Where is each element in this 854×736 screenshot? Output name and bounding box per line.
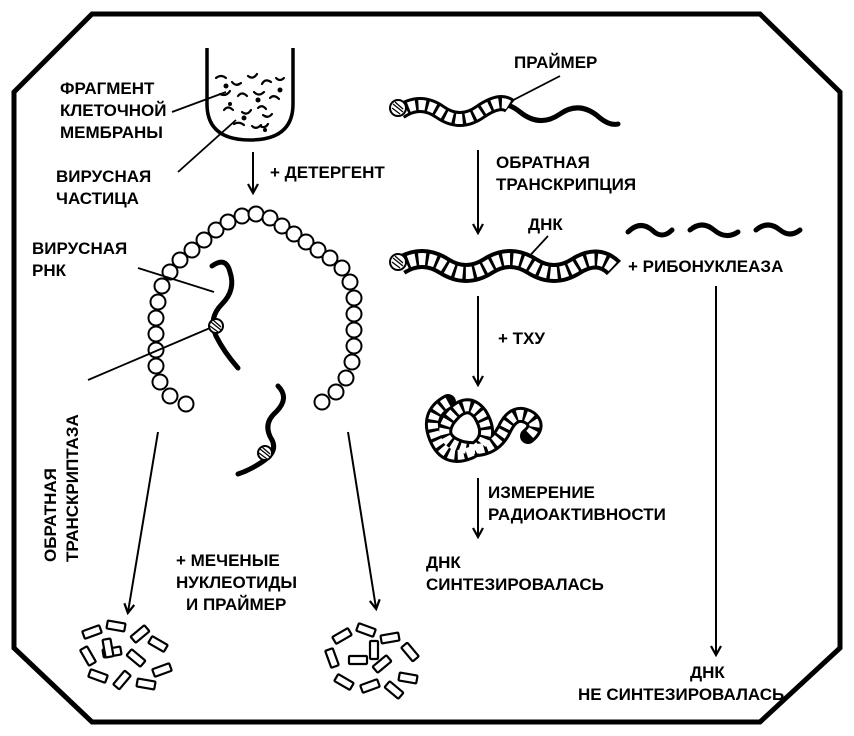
envelope-bead — [321, 249, 339, 267]
envelope-bead — [183, 241, 201, 259]
viral-rna-strand-2 — [235, 383, 286, 477]
nucleotide — [87, 668, 109, 684]
envelope-bead — [171, 251, 189, 269]
rna-dna-hybrid — [389, 249, 622, 283]
envelope-bead — [219, 213, 237, 231]
envelope-bead — [151, 373, 169, 391]
nucleotide — [105, 619, 127, 633]
nucleotide — [331, 627, 353, 645]
nucleotide — [368, 639, 380, 661]
dna-precipitate — [425, 394, 543, 463]
nucleotide — [355, 622, 377, 638]
nucleotide — [101, 637, 115, 659]
labeled-nucleotides-label: + МЕЧЕНЫЕ НУКЛЕОТИДЫ И ПРАЙМЕР — [176, 551, 302, 614]
nucleotide — [125, 648, 147, 668]
envelope-bead — [337, 369, 355, 387]
envelope-bead — [343, 353, 361, 371]
envelope-bead — [341, 273, 359, 291]
test-tube — [205, 48, 295, 142]
nucleotide — [324, 647, 340, 669]
nucleotide — [135, 677, 157, 691]
degraded-rna-fragments — [625, 222, 803, 238]
envelope-bead — [161, 387, 179, 405]
nucleotide — [379, 631, 401, 645]
leader-viral-particle — [177, 119, 237, 173]
nucleotide — [333, 673, 355, 691]
nucleotide — [397, 671, 419, 685]
viral-rna-label: ВИРУСНАЯ РНК — [32, 239, 132, 280]
viral-envelope-beads — [147, 205, 363, 413]
envelope-bead — [309, 241, 327, 259]
nucleotide — [147, 635, 169, 653]
nucleotide — [151, 662, 173, 678]
envelope-bead — [161, 263, 179, 281]
radioactivity-label: ИЗМЕРЕНИЕ РАДИОАКТИВНОСТИ — [488, 483, 666, 524]
nucleotide-pile-right — [324, 622, 420, 700]
nucleotide — [81, 624, 103, 640]
ribonuclease-label: + РИБОНУКЛЕАЗА — [628, 257, 783, 276]
envelope-bead — [153, 277, 171, 295]
envelope-bead — [345, 305, 363, 323]
envelope-bead — [297, 233, 315, 251]
dna-label: ДНК — [528, 215, 563, 234]
nucleotide — [347, 654, 369, 666]
nucleotide — [79, 645, 97, 667]
envelope-bead — [327, 383, 345, 401]
envelope-bead — [273, 217, 291, 235]
envelope-bead — [345, 337, 363, 355]
leader-reverse-transcriptase — [87, 327, 211, 381]
envelope-bead — [147, 325, 165, 343]
reverse-transcriptase-label: ОБРАТНАЯ ТРАНСКРИПТАЗА — [41, 414, 82, 562]
envelope-bead — [345, 321, 363, 339]
nucleotide-pile-left — [79, 619, 173, 691]
envelope-bead — [147, 341, 165, 359]
dna-not-synthesized-label: ДНК НЕ СИНТЕЗИРОВАЛАСЬ — [578, 663, 784, 704]
viral-particles-in-tube — [223, 83, 283, 132]
envelope-bead — [233, 207, 251, 225]
reverse-transcription-label: ОБРАТНАЯ ТРАНСКРИПЦИЯ — [496, 153, 636, 194]
primer-label: ПРАЙМЕР — [514, 53, 597, 72]
viral-rna-strands — [209, 259, 286, 477]
membrane-fragments — [214, 72, 286, 129]
envelope-bead — [285, 225, 303, 243]
envelope-bead — [333, 259, 351, 277]
rna-markers — [208, 318, 273, 461]
rna-with-primer — [389, 95, 621, 127]
arrow-to-left-pile — [128, 431, 159, 612]
arrow-to-right-pile — [347, 431, 376, 608]
detergent-label: + ДЕТЕРГЕНТ — [270, 163, 385, 182]
dna-synthesized-label: ДНК СИНТЕЗИРОВАЛАСЬ — [426, 553, 604, 594]
nucleotide — [112, 669, 132, 691]
viral-rna-strand-1 — [209, 259, 241, 371]
octagon-frame — [11, 11, 843, 725]
envelope-bead — [261, 209, 279, 227]
envelope-bead — [207, 221, 225, 239]
nucleotide — [129, 624, 151, 644]
nucleotide — [359, 678, 381, 694]
envelope-bead — [149, 293, 167, 311]
envelope-bead — [177, 395, 195, 413]
envelope-bead — [247, 205, 265, 223]
envelope-bead — [313, 393, 331, 411]
leader-viral-rna — [137, 267, 215, 293]
envelope-bead — [195, 231, 213, 249]
membrane-fragment-label: ФРАГМЕНТ КЛЕТОЧНОЙ МЕМБРАНЫ — [60, 79, 171, 142]
nucleotide — [383, 680, 405, 700]
leader-membrane — [171, 91, 227, 113]
nucleotide — [400, 641, 420, 663]
tca-label: + ТХУ — [498, 329, 545, 348]
nucleotide — [371, 654, 393, 674]
viral-particle-label: ВИРУСНАЯ ЧАСТИЦА — [56, 167, 156, 208]
envelope-bead — [345, 289, 363, 307]
envelope-bead — [147, 309, 165, 327]
envelope-bead — [147, 357, 165, 375]
